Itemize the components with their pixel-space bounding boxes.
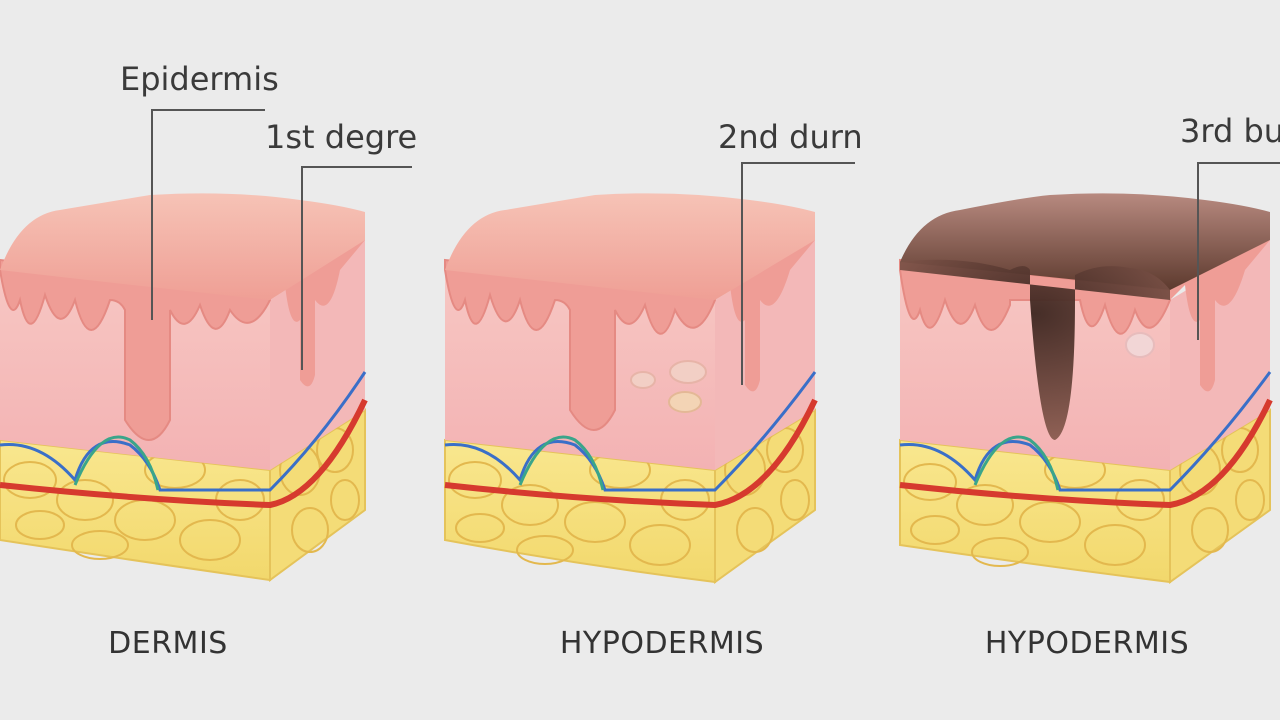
artery [444, 398, 818, 509]
caption-dermis: DERMIS [108, 626, 228, 661]
label-epidermis: Epidermis [120, 60, 279, 98]
panel-second-degree: 2nd durn HYPODERMIS [444, 118, 863, 661]
skin-surface [445, 193, 815, 300]
epidermis-papillae [0, 258, 271, 441]
skin-surface [0, 193, 365, 300]
caption-hypodermis-2: HYPODERMIS [985, 626, 1189, 661]
fat-layer-side [714, 408, 816, 584]
first-degree-leader-line [301, 166, 412, 370]
blister [669, 360, 707, 384]
capillary [973, 435, 1060, 491]
fat-cells [448, 427, 810, 566]
blister [668, 391, 702, 413]
blister [630, 371, 656, 389]
epidermis-papillae [444, 258, 716, 431]
panel-first-degree: Epidermis 1st degre DERMIS [0, 60, 417, 661]
second-degree-leader-line [741, 162, 855, 385]
blister [1125, 332, 1155, 358]
label-second-degree: 2nd durn [718, 118, 863, 156]
eschar-deep-wound [900, 259, 1170, 440]
third-degree-leader-line [1197, 162, 1280, 340]
capillary [518, 435, 605, 491]
label-first-degree: 1st degre [265, 118, 417, 156]
caption-hypodermis-1: HYPODERMIS [560, 626, 764, 661]
capillary [73, 435, 160, 491]
panel-third-degree: 3rd bu HYPODERMIS [899, 112, 1280, 661]
epidermis-leader-line [151, 109, 265, 320]
label-third-degree: 3rd bu [1180, 112, 1280, 150]
artery [0, 398, 368, 509]
artery [899, 398, 1273, 509]
